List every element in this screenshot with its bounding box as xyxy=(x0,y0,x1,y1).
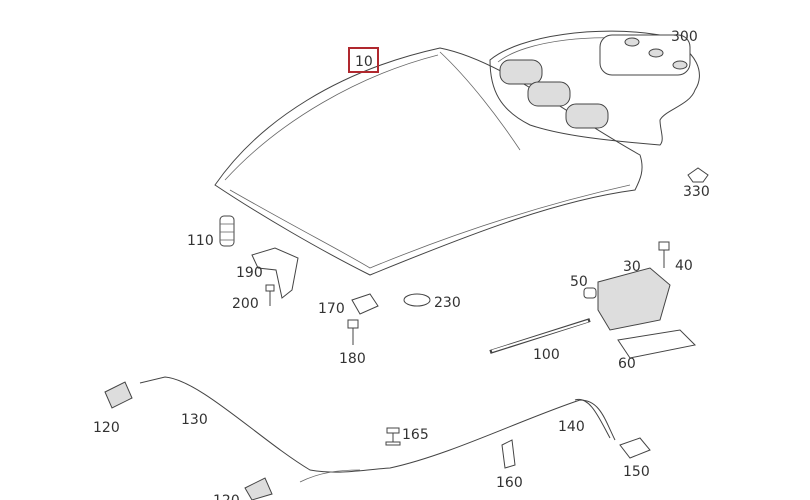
part-150[interactable] xyxy=(619,437,651,459)
label-120-lower[interactable]: 120 xyxy=(213,493,240,500)
label-300[interactable]: 300 xyxy=(671,29,698,45)
label-30[interactable]: 30 xyxy=(623,259,641,275)
label-170[interactable]: 170 xyxy=(318,301,345,317)
label-10[interactable]: 10 xyxy=(355,54,373,70)
selected-part-highlight xyxy=(348,47,379,73)
label-50[interactable]: 50 xyxy=(570,274,588,290)
bolt-part-40[interactable] xyxy=(658,241,670,268)
clip-part-165[interactable] xyxy=(385,427,401,446)
label-200[interactable]: 200 xyxy=(232,296,259,312)
bolt-part-200[interactable] xyxy=(265,284,275,306)
lock-part-30[interactable] xyxy=(597,267,671,331)
label-160[interactable]: 160 xyxy=(496,475,523,491)
label-230[interactable]: 230 xyxy=(434,295,461,311)
bracket-part-170[interactable] xyxy=(351,293,379,315)
label-330[interactable]: 330 xyxy=(683,184,710,200)
insulation-pad-part-300[interactable] xyxy=(489,30,700,146)
label-120[interactable]: 120 xyxy=(93,420,120,436)
label-100[interactable]: 100 xyxy=(533,347,560,363)
label-140[interactable]: 140 xyxy=(558,419,585,435)
clip-part-330[interactable] xyxy=(687,167,709,183)
hinge-part-190[interactable] xyxy=(251,247,299,299)
label-40[interactable]: 40 xyxy=(675,258,693,274)
label-190[interactable]: 190 xyxy=(236,265,263,281)
label-110[interactable]: 110 xyxy=(187,233,214,249)
part-160[interactable] xyxy=(501,439,516,469)
label-165[interactable]: 165 xyxy=(402,427,429,443)
release-cable-part-130[interactable] xyxy=(139,376,616,473)
bump-stop-part-110[interactable] xyxy=(219,215,235,247)
label-180[interactable]: 180 xyxy=(339,351,366,367)
release-handle-part-120[interactable] xyxy=(104,381,133,409)
label-60[interactable]: 60 xyxy=(618,356,636,372)
grommet-part-230[interactable] xyxy=(403,293,431,307)
label-130[interactable]: 130 xyxy=(181,412,208,428)
release-handle-part-120-lower[interactable] xyxy=(244,477,273,500)
part-50[interactable] xyxy=(583,287,597,299)
bolt-part-180[interactable] xyxy=(347,319,359,345)
cable-part-140[interactable] xyxy=(574,398,611,439)
label-150[interactable]: 150 xyxy=(623,464,650,480)
cover-part-60[interactable] xyxy=(617,329,697,359)
hood-part-10[interactable] xyxy=(214,47,643,276)
